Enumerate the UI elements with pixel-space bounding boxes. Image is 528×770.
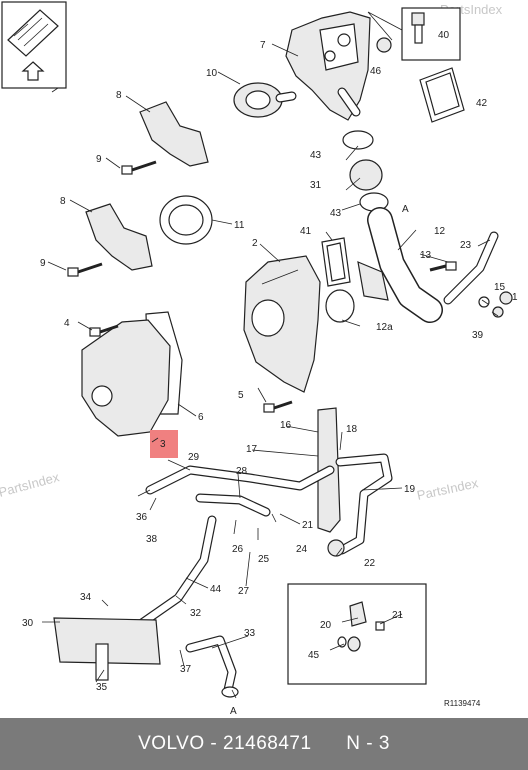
footer-position: N - 3 — [346, 733, 390, 754]
callout-22: 22 — [364, 558, 376, 569]
callout-19: 19 — [404, 484, 416, 495]
callout-10: 10 — [206, 68, 218, 79]
bolt-9-lower — [67, 262, 103, 277]
callout-9-upper: 9 — [96, 154, 102, 165]
elbow-8-upper — [139, 101, 209, 167]
callout-43-lower: 43 — [330, 208, 342, 219]
callout-6: 6 — [198, 412, 204, 423]
callout-26: 26 — [232, 544, 244, 555]
callout-46: 46 — [370, 66, 382, 77]
callout-36: 36 — [136, 512, 148, 523]
thermostat-10 — [233, 82, 297, 118]
callout-18: 18 — [346, 424, 358, 435]
part-info-footer: VOLVO - 21468471 N - 3 — [0, 718, 528, 770]
footer-part-number: 21468471 — [223, 733, 312, 754]
watermark-right: PartsIndex — [416, 475, 480, 503]
callout-37: 37 — [180, 664, 192, 675]
seal-43-upper — [342, 130, 374, 150]
o-ring-12a — [325, 289, 355, 323]
callout-23: 23 — [460, 240, 472, 251]
bolt-13 — [429, 261, 457, 272]
callout-9-lower: 9 — [40, 258, 46, 269]
callout-29: 29 — [188, 452, 200, 463]
footer-separator: - — [210, 733, 218, 754]
callout-12: 12 — [434, 226, 446, 237]
footer-brand: VOLVO — [138, 733, 205, 754]
callout-45: 45 — [308, 650, 320, 661]
bolt-4 — [89, 324, 119, 337]
bolt-5 — [263, 400, 293, 413]
callout-15: 15 — [494, 282, 506, 293]
callout-12a: 12a — [376, 322, 393, 333]
inset-box-sensor — [367, 7, 461, 61]
leader-lines — [42, 43, 499, 699]
section-marker-bottom: A — [230, 706, 237, 717]
up-arrow-icon — [21, 61, 45, 81]
orientation-inset — [1, 1, 67, 89]
callout-35: 35 — [96, 682, 108, 693]
callout-16: 16 — [280, 420, 292, 431]
callout-4: 4 — [64, 318, 70, 329]
bolt-9-upper — [121, 160, 157, 175]
oil-cooler-30 — [53, 617, 161, 665]
watermark-left: PartsIndex — [0, 469, 61, 500]
callout-42: 42 — [476, 98, 488, 109]
section-marker-top: A — [402, 204, 409, 215]
callout-44: 44 — [210, 584, 222, 595]
callout-33: 33 — [244, 628, 256, 639]
water-pump-3 — [81, 319, 171, 437]
callout-8-upper: 8 — [116, 90, 122, 101]
callout-43-upper: 43 — [310, 150, 322, 161]
callout-28: 28 — [236, 466, 248, 477]
callout-21: 21 — [302, 520, 314, 531]
callout-3: 3 — [160, 439, 166, 450]
callout-24: 24 — [296, 544, 308, 555]
callout-8-lower: 8 — [60, 196, 66, 207]
exploded-parts-diagram: PartsIndex PartsIndex PartsIndex PartsIn… — [0, 1, 518, 717]
reference-code: R1139474 — [444, 699, 481, 708]
elbow-8-lower — [85, 203, 153, 271]
sleeve-31 — [349, 159, 383, 191]
callout-13: 13 — [420, 250, 432, 261]
callout-2: 2 — [252, 238, 258, 249]
callout-20: 20 — [320, 620, 332, 631]
callout-labels: 1 2 3 4 5 6 7 8 8 9 9 10 11 12 12a 13 15… — [22, 30, 518, 693]
callout-1: 1 — [512, 292, 518, 303]
callout-21-inset: 21 — [392, 610, 404, 621]
callout-40: 40 — [438, 30, 450, 41]
callout-34: 34 — [80, 592, 92, 603]
callout-11: 11 — [234, 220, 245, 231]
callout-27: 27 — [238, 586, 250, 597]
callout-25: 25 — [258, 554, 270, 565]
callout-30: 30 — [22, 618, 34, 629]
detail-inset-box — [287, 583, 427, 685]
callout-41: 41 — [300, 226, 312, 237]
callout-7: 7 — [260, 40, 266, 51]
callout-31: 31 — [310, 180, 322, 191]
callout-5: 5 — [238, 390, 244, 401]
callout-17: 17 — [246, 444, 258, 455]
highlight-marker — [150, 430, 178, 458]
callout-32: 32 — [190, 608, 202, 619]
callout-38: 38 — [146, 534, 158, 545]
callout-39: 39 — [472, 330, 484, 341]
